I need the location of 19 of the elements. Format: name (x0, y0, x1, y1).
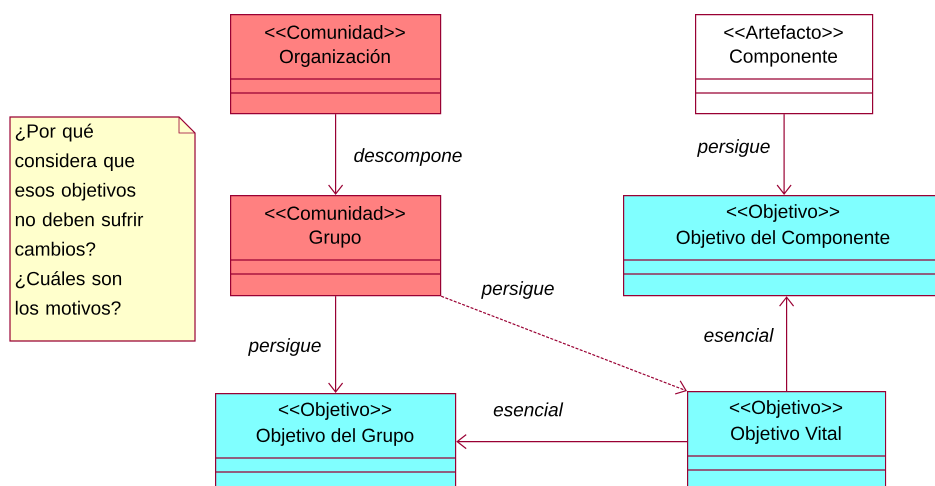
arrow (779, 296, 794, 391)
class-box: <<Comunidad>> Organización (230, 14, 442, 114)
arrow (456, 434, 687, 450)
arrow (440, 296, 687, 394)
class-box: <<Objetivo>> Objetivo del Grupo (215, 392, 456, 486)
class-box: <<Artefacto>> Componente (695, 14, 874, 114)
edge-label: esencial (492, 401, 564, 418)
class-box: <<Objetivo>> Objetivo Vital (687, 390, 886, 486)
arrow (328, 114, 344, 195)
edge-label: persigue (696, 138, 772, 158)
note-box: ¿Por qué considera que esos objetivos no deben sufrir cambios? ¿Cuáles son los motivos? (9, 116, 196, 342)
edge-label: persigue (248, 337, 322, 357)
arrow (328, 296, 344, 393)
arrow (776, 114, 792, 195)
edge-label: persigue (480, 280, 556, 300)
edge-label: descompone (352, 147, 464, 167)
edge-label: esencial (702, 327, 774, 343)
class-box: <<Objetivo>> Objetivo del Componente (623, 195, 935, 296)
class-box: <<Comunidad>> Grupo (230, 195, 442, 296)
